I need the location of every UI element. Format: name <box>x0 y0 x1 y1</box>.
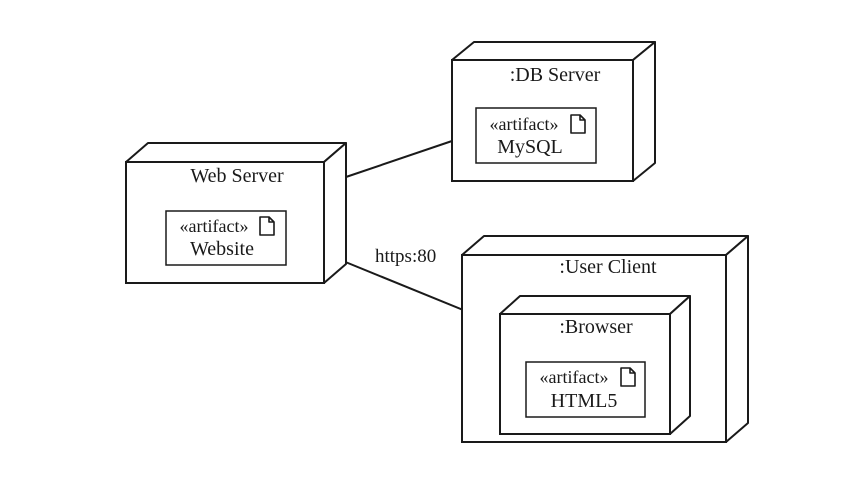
node-title: :User Client <box>559 256 657 278</box>
node-title: :Browser <box>559 316 633 338</box>
node-top-face <box>125 142 347 163</box>
artifact-mysql[interactable]: «artifact» MySQL <box>475 107 597 164</box>
node-title: Web Server <box>190 165 284 187</box>
document-icon <box>259 216 275 236</box>
node-top-face <box>451 41 656 61</box>
artifact-box <box>475 107 597 164</box>
node-db-server[interactable]: :DB Server «artifact» MySQL <box>451 41 656 182</box>
connector-label-https: https:80 <box>375 246 436 267</box>
artifact-stereotype: «artifact» <box>490 114 559 134</box>
node-user-client[interactable]: :User Client :Browser «artifact» HTML5 <box>461 235 749 443</box>
document-icon <box>570 114 586 134</box>
artifact-name: MySQL <box>497 136 563 158</box>
document-icon <box>620 367 636 387</box>
artifact-box <box>165 210 287 266</box>
node-top-face <box>499 295 691 315</box>
artifact-name: HTML5 <box>551 390 618 412</box>
artifact-box <box>525 361 646 418</box>
node-web-server[interactable]: Web Server «artifact» Website <box>125 142 347 284</box>
artifact-name: Website <box>190 238 254 260</box>
node-title: :DB Server <box>510 64 601 86</box>
node-side-face <box>632 41 656 182</box>
artifact-html5[interactable]: «artifact» HTML5 <box>525 361 646 418</box>
artifact-website[interactable]: «artifact» Website <box>165 210 287 266</box>
connector-web-db <box>342 140 453 179</box>
node-browser[interactable]: :Browser «artifact» HTML5 <box>499 295 691 435</box>
node-side-face <box>669 295 691 435</box>
node-side-face <box>725 235 749 443</box>
node-side-face <box>323 142 347 284</box>
artifact-stereotype: «artifact» <box>180 216 249 236</box>
node-top-face <box>461 235 749 256</box>
artifact-stereotype: «artifact» <box>540 367 609 387</box>
